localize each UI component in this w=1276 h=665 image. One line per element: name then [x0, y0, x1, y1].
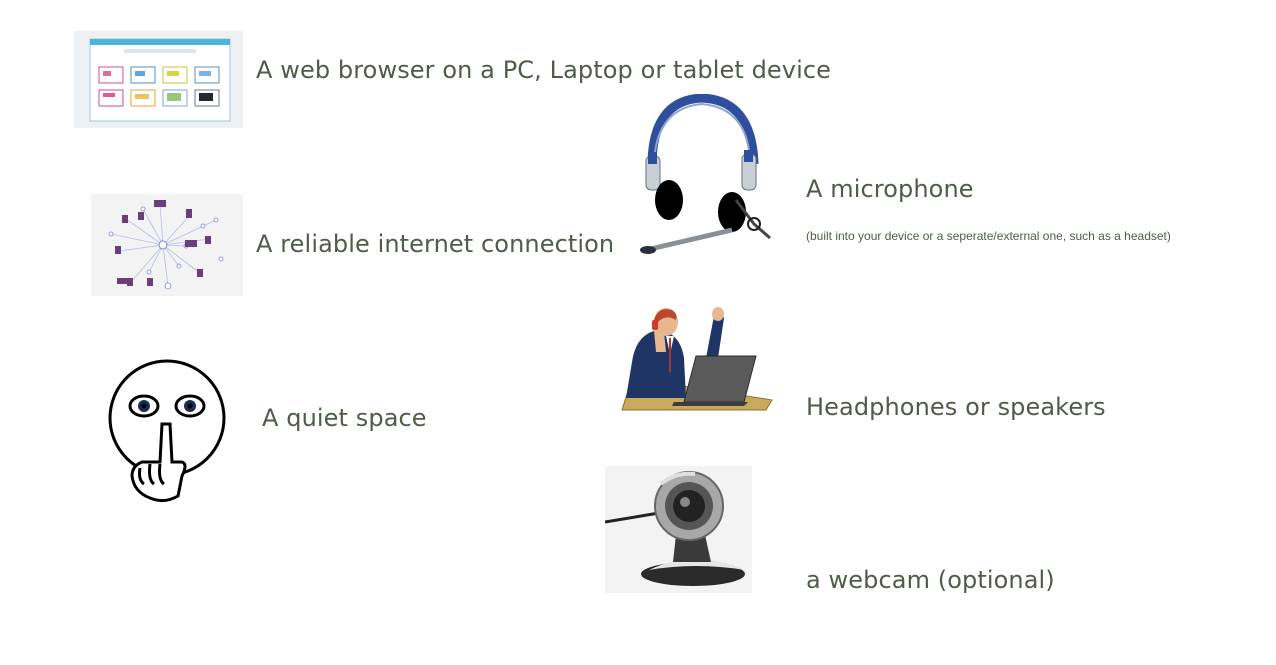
browser-window-icon	[74, 31, 243, 128]
person-laptop-icon	[618, 306, 774, 414]
webcam-icon	[605, 466, 752, 593]
microphone-requirement-note: (built into your device or a seperate/ex…	[806, 229, 1171, 243]
internet-requirement-label: A reliable internet connection	[256, 230, 615, 258]
browser-requirement-label: A web browser on a PC, Laptop or tablet …	[256, 56, 832, 84]
headset-icon	[636, 94, 774, 258]
quiet-requirement-label: A quiet space	[262, 404, 427, 432]
headphones-requirement-label: Headphones or speakers	[806, 393, 1106, 421]
webcam-requirement-label: a webcam (optional)	[806, 566, 1055, 594]
shush-face-icon	[104, 358, 230, 504]
network-icon	[91, 194, 243, 296]
microphone-requirement-label: A microphone	[806, 175, 974, 203]
